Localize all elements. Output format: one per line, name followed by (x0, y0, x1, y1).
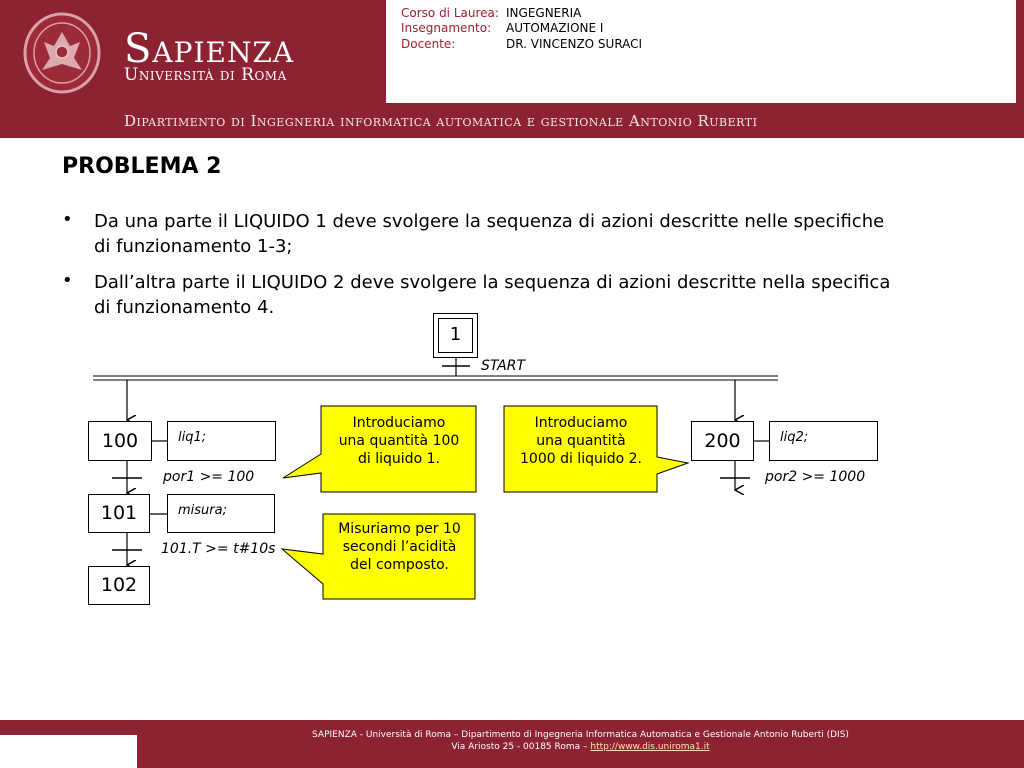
bullet-text-1: Da una parte il LIQUIDO 1 deve svolgere … (94, 211, 885, 257)
info-value-docente: DR. VINCENZO SURACI (506, 37, 643, 51)
info-key-corso: Corso di Laurea: (401, 6, 499, 20)
initial-step-outer (433, 313, 478, 358)
footer-website-link[interactable]: http://www.dis.uniroma1.it (590, 742, 710, 752)
university-subtitle: Università di Roma (124, 65, 287, 85)
callout-liquido-1: Introduciamo una quantità 100 di liquido… (338, 415, 460, 467)
slide-title: PROBLEMA 2 (62, 154, 222, 179)
initial-step: 1 (438, 318, 473, 353)
info-value-corso: INGEGNERIA (506, 6, 582, 20)
start-transition-label: START (481, 358, 526, 374)
step-102: 102 (88, 566, 150, 605)
bullet-marker: • (62, 270, 73, 291)
condition-por2: por2 >= 1000 (765, 469, 866, 485)
action-liq1: liq1; (167, 421, 276, 461)
footer-line-2: Via Ariosto 25 - 00185 Roma – http://www… (451, 742, 710, 752)
bullet-text-2: Dall’altra parte il LIQUIDO 2 deve svolg… (94, 272, 891, 318)
info-key-insegnamento: Insegnamento: (401, 21, 492, 35)
callout-misura: Misuriamo per 10 secondi l’acidità del c… (338, 521, 461, 573)
bullet-marker: • (62, 209, 73, 230)
step-101: 101 (88, 494, 150, 533)
header-right-strip (1016, 0, 1024, 103)
info-key-docente: Docente: (401, 37, 456, 51)
footer-bar (137, 720, 1024, 768)
condition-timer: 101.T >= t#10s (161, 541, 276, 557)
callout-liquido-2: Introduciamo una quantità 1000 di liquid… (520, 415, 642, 467)
department-bar (0, 103, 1024, 138)
action-liq2: liq2; (769, 421, 878, 461)
info-value-insegnamento: AUTOMAZIONE I (506, 21, 604, 35)
condition-por1: por1 >= 100 (163, 469, 255, 485)
department-name: Dipartimento di Ingegneria informatica a… (124, 112, 758, 130)
university-seal-icon (23, 12, 101, 94)
footer-left-block (0, 720, 137, 735)
step-100: 100 (88, 421, 152, 461)
action-misura: misura; (167, 494, 275, 533)
step-200: 200 (691, 421, 754, 461)
university-name: Sapienza (124, 26, 295, 72)
footer-line-1: SAPIENZA - Università di Roma – Dipartim… (312, 730, 849, 740)
